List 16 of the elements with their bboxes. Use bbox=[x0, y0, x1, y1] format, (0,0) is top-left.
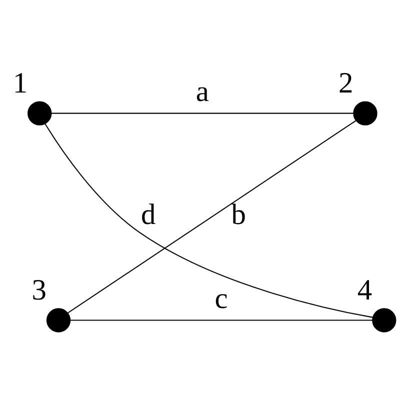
connector bbox=[51, 112, 354, 114]
edge-label: c bbox=[214, 283, 228, 316]
node-label: 3 bbox=[32, 274, 46, 307]
node-circle bbox=[28, 101, 52, 126]
edge-label: d bbox=[140, 199, 156, 232]
edge-label: a bbox=[196, 76, 209, 108]
connector bbox=[70, 320, 372, 321]
connector bbox=[44, 124, 373, 318]
node-label: 4 bbox=[357, 274, 372, 307]
edge-label: b bbox=[231, 199, 246, 232]
node-label: 1 bbox=[12, 68, 28, 100]
node-circle bbox=[353, 101, 378, 126]
node-circle bbox=[372, 308, 396, 332]
node-circle bbox=[46, 308, 71, 332]
node-label: 2 bbox=[338, 68, 354, 100]
connector bbox=[67, 120, 356, 314]
